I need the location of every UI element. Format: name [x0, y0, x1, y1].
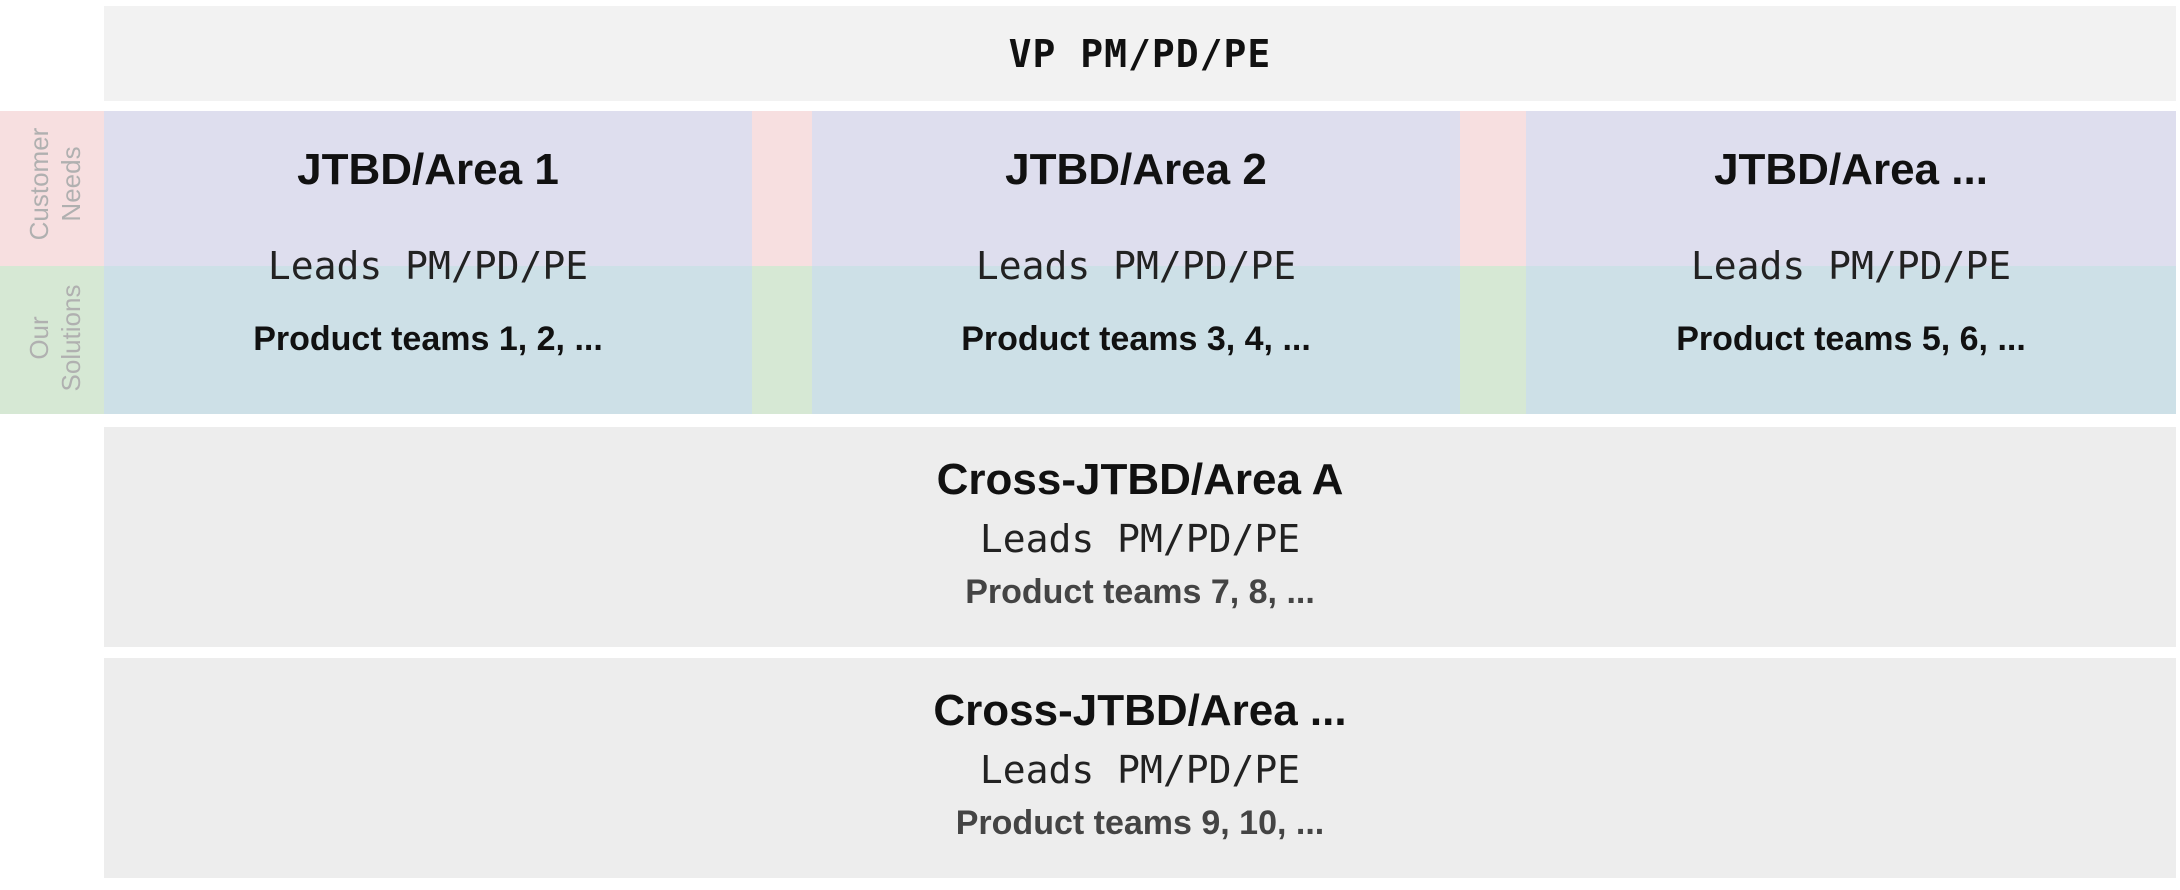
vp-title: VP PM/PD/PE — [1008, 31, 1272, 76]
cross-area-title: Cross-JTBD/Area ... — [933, 686, 1347, 735]
area-solutions-section — [812, 266, 1460, 414]
area-solutions-section — [104, 266, 752, 414]
area-solutions-section — [1526, 266, 2176, 414]
vp-header-box: VP PM/PD/PE — [104, 6, 2176, 101]
area-needs-section — [812, 111, 1460, 266]
cross-area-more-box: Cross-JTBD/Area ... Leads PM/PD/PE Produ… — [104, 658, 2176, 878]
area-leads: Leads PM/PD/PE — [267, 244, 589, 288]
cross-area-leads: Leads PM/PD/PE — [979, 748, 1301, 792]
area-title: JTBD/Area ... — [1714, 145, 1988, 194]
cross-area-teams: Product teams 7, 8, ... — [965, 573, 1315, 611]
cross-area-title: Cross-JTBD/Area A — [936, 455, 1344, 504]
area-leads: Leads PM/PD/PE — [975, 244, 1297, 288]
jtbd-area-1-box: JTBD/Area 1 Leads PM/PD/PE Product teams… — [104, 111, 752, 414]
area-teams: Product teams 1, 2, ... — [253, 320, 603, 358]
cross-area-teams: Product teams 9, 10, ... — [955, 804, 1325, 842]
cross-area-a-box: Cross-JTBD/Area A Leads PM/PD/PE Product… — [104, 427, 2176, 647]
area-title: JTBD/Area 2 — [1005, 145, 1267, 194]
our-solutions-label: Our Solutions — [24, 284, 86, 392]
jtbd-area-more-box: JTBD/Area ... Leads PM/PD/PE Product tea… — [1526, 111, 2176, 414]
area-needs-section — [104, 111, 752, 266]
area-leads: Leads PM/PD/PE — [1690, 244, 2012, 288]
area-teams: Product teams 5, 6, ... — [1676, 320, 2026, 358]
area-title: JTBD/Area 1 — [297, 145, 559, 194]
cross-area-leads: Leads PM/PD/PE — [979, 517, 1301, 561]
area-teams: Product teams 3, 4, ... — [961, 320, 1311, 358]
area-needs-section — [1526, 111, 2176, 266]
jtbd-area-2-box: JTBD/Area 2 Leads PM/PD/PE Product teams… — [812, 111, 1460, 414]
